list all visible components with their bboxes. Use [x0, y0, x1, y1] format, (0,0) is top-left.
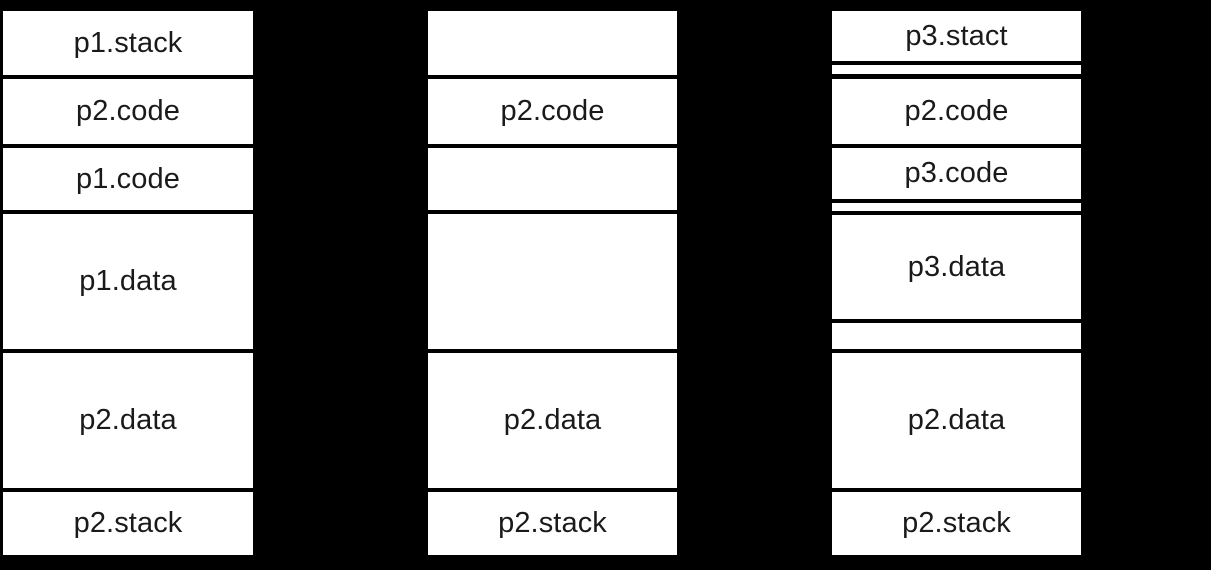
memory-block-label: p2.data: [907, 404, 1006, 436]
memory-block-label: p2.code: [904, 95, 1009, 127]
memory-block-label: p2.stack: [902, 507, 1011, 539]
memory-block-p2-data: p2.data: [425, 350, 680, 491]
memory-block-empty: [829, 62, 1084, 77]
memory-block-label: p2.code: [76, 95, 180, 127]
memory-block-p3-code: p3.code: [829, 145, 1084, 202]
memory-block-p2-code: p2.code: [425, 76, 680, 147]
column-1: p1.stack p2.code p1.code p1.data p2.data p2.s…: [0, 0, 256, 570]
memory-block-label: p2.stack: [73, 507, 183, 539]
memory-block-empty: [425, 211, 680, 352]
memory-block-p2-data: p2.data: [829, 350, 1084, 491]
memory-block-p2-stack: p2.stack: [0, 489, 256, 558]
memory-block-label: p3.code: [904, 157, 1009, 189]
memory-block-label: p2.data: [79, 404, 177, 436]
memory-block-label: p2.stack: [498, 507, 607, 539]
memory-block-empty: [425, 8, 680, 78]
memory-block-label: p2.code: [500, 95, 605, 127]
column-2: p2.code p2.data p2.stack: [425, 0, 680, 570]
memory-block-empty: [425, 145, 680, 213]
memory-block-label: p1.stack: [73, 26, 183, 59]
memory-block-label: p3.stact: [905, 19, 1008, 52]
memory-block-empty: [829, 320, 1084, 352]
memory-block-p3-data: p3.data: [829, 212, 1084, 322]
memory-block-p3-stact: p3.stact: [829, 8, 1084, 64]
memory-block-label: p1.code: [76, 162, 180, 195]
memory-block-p2-code: p2.code: [0, 76, 256, 147]
memory-block-p2-code: p2.code: [829, 76, 1084, 147]
column-3: p3.stact p2.code p3.code p3.data p2.data p2.s…: [829, 0, 1084, 570]
memory-block-p1-code: p1.code: [0, 145, 256, 213]
memory-block-p2-stack: p2.stack: [425, 489, 680, 558]
memory-block-p2-data: p2.data: [0, 350, 256, 491]
memory-block-label: p2.data: [503, 404, 602, 436]
memory-block-p2-stack: p2.stack: [829, 489, 1084, 558]
memory-block-label: p3.data: [907, 250, 1006, 283]
memory-block-p1-data: p1.data: [0, 211, 256, 352]
memory-block-label: p1.data: [79, 265, 177, 297]
memory-block-p1-stack: p1.stack: [0, 8, 256, 78]
